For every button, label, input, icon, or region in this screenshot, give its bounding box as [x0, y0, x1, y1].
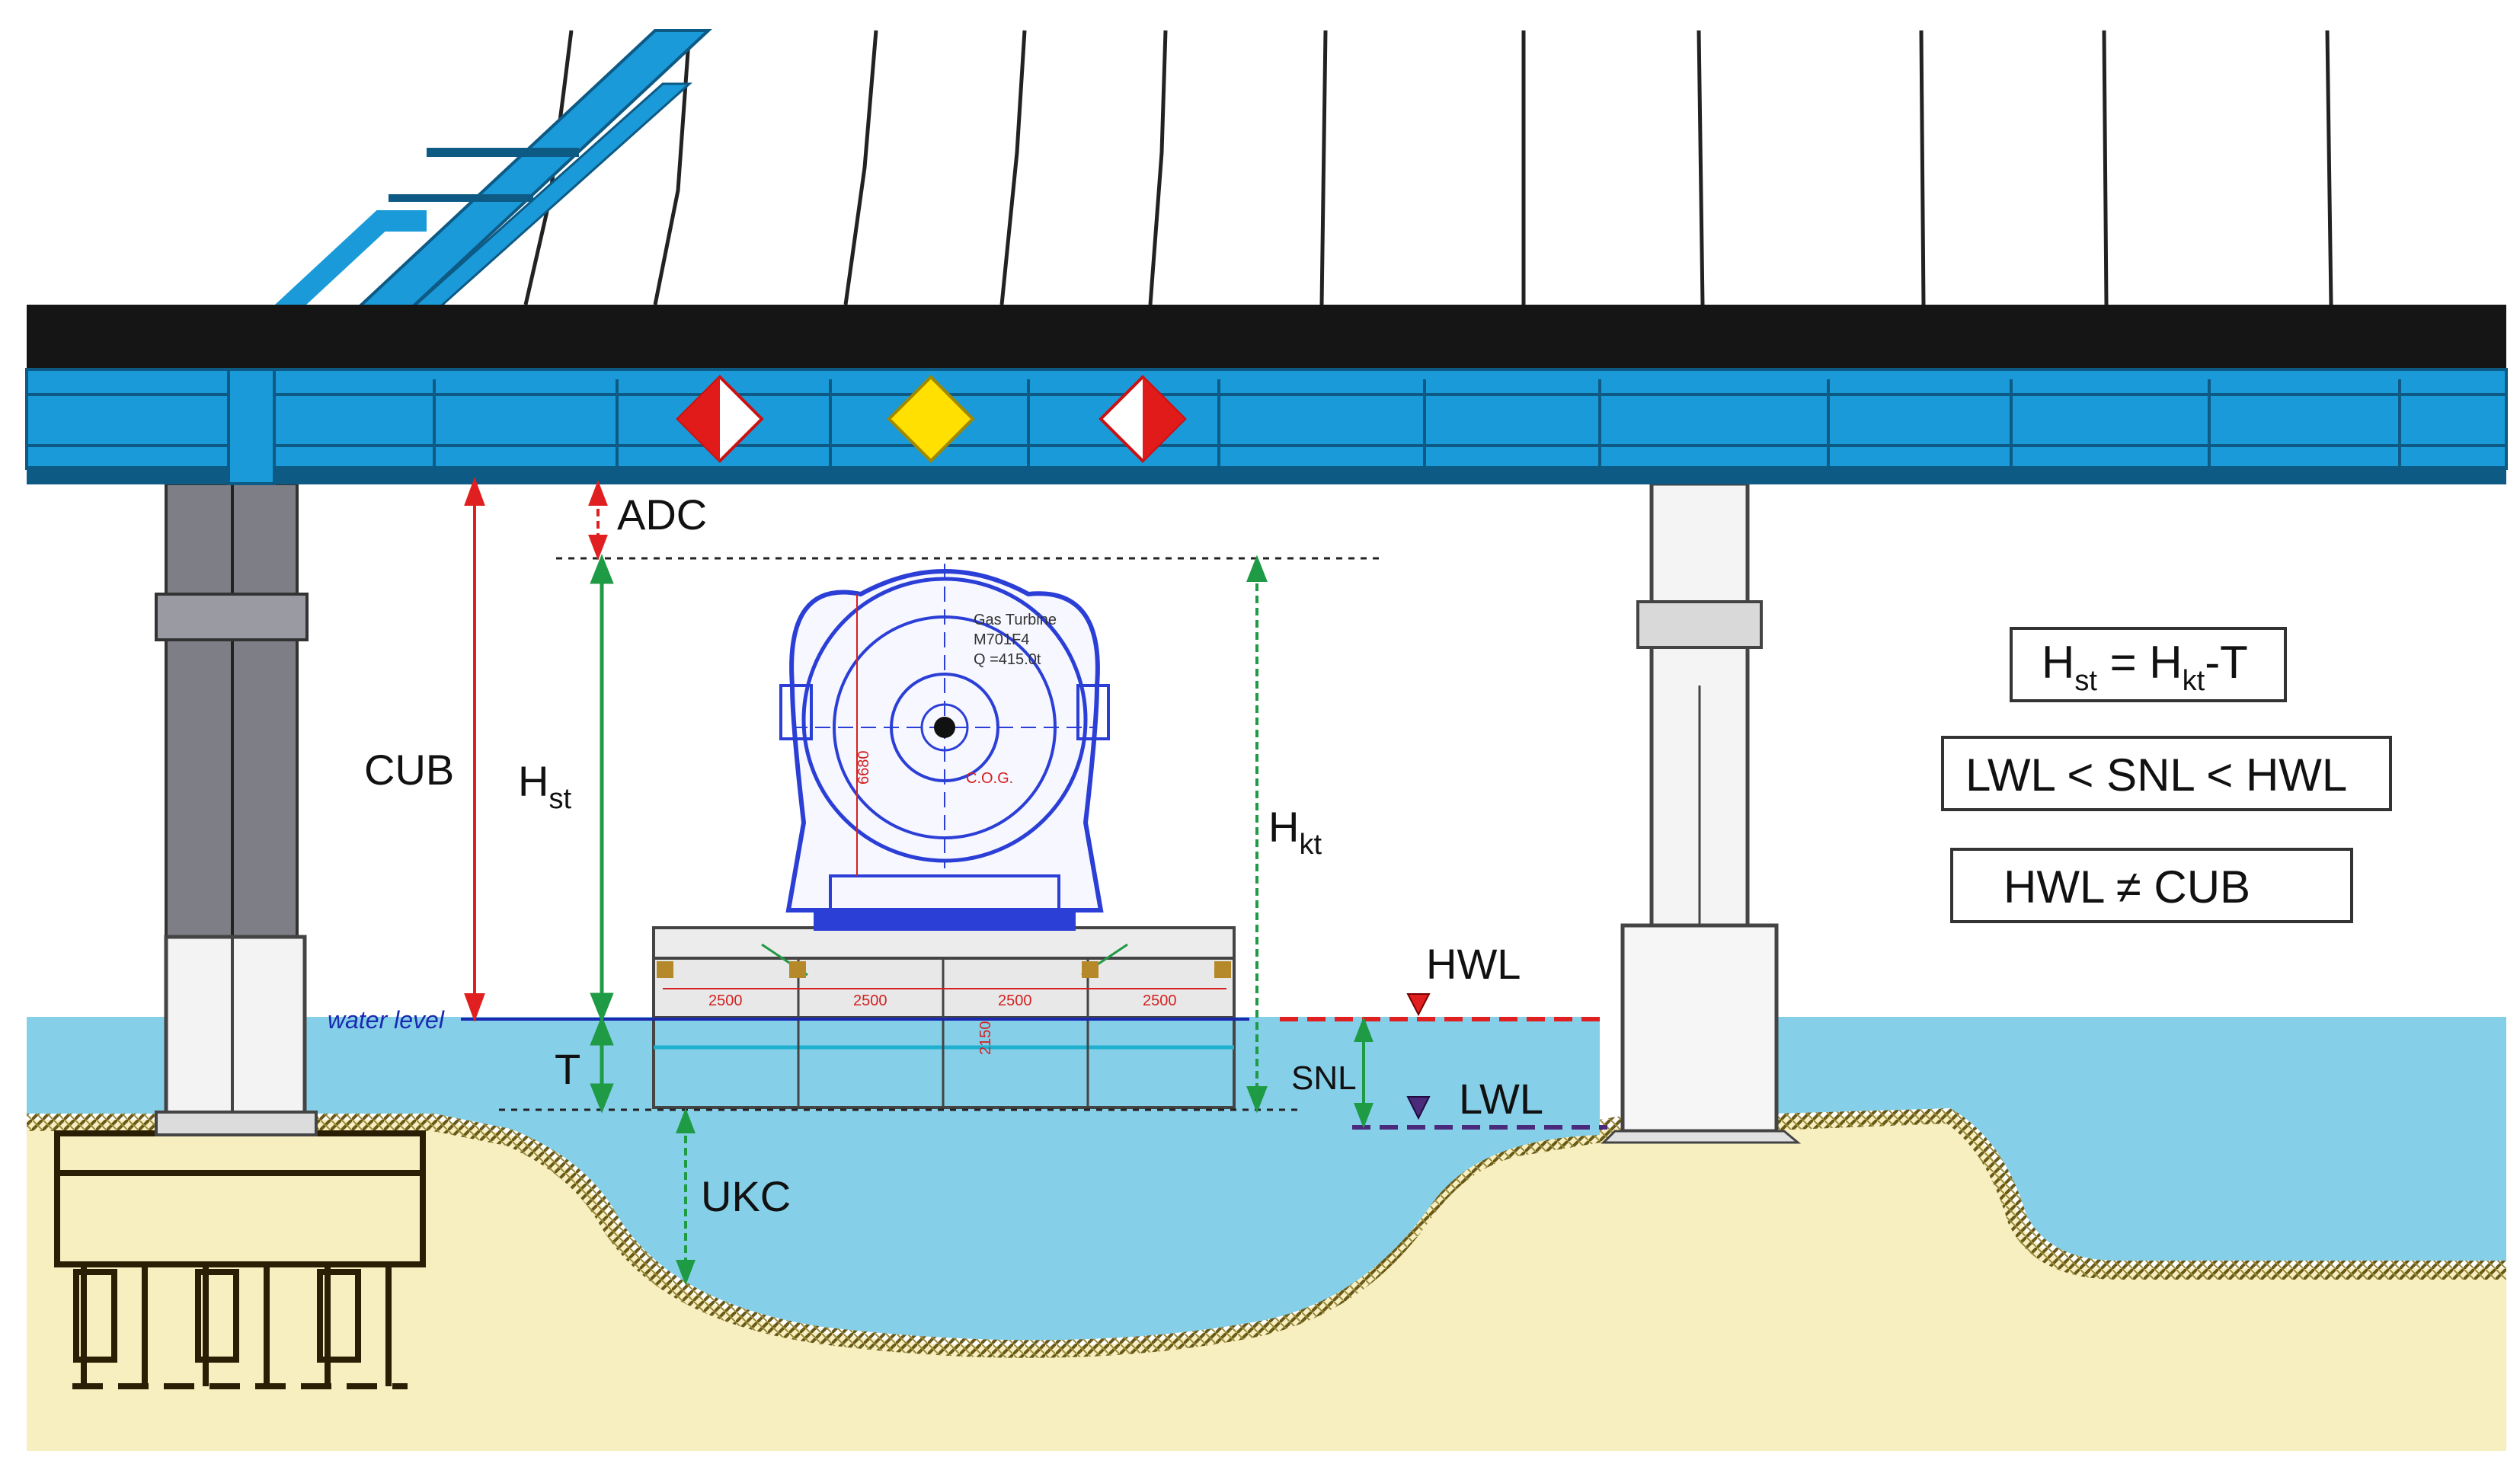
- t-label: T: [555, 1045, 580, 1093]
- nav-sign-right: [1099, 375, 1187, 463]
- spacing-label-2: 2500: [853, 992, 887, 1009]
- barge: [652, 926, 1236, 1109]
- hst-label-sub: st: [548, 783, 571, 815]
- cog-label: C.O.G.: [966, 770, 1013, 787]
- hkt-label: Hkt: [1268, 803, 1322, 861]
- formula-1-tail: -T: [2205, 637, 2248, 688]
- ukc-label: UKC: [701, 1172, 791, 1220]
- snl-label: SNL: [1291, 1060, 1357, 1097]
- hst-label: Hst: [518, 757, 571, 815]
- hst-dimension: [590, 554, 614, 1023]
- formula-box-3: HWL ≠ CUB: [1950, 848, 2353, 923]
- ground: [27, 1100, 2506, 1451]
- hkt-label-main: H: [1268, 803, 1299, 851]
- formula-1: Hst = Hkt-T: [2042, 637, 2248, 697]
- formula-box-2: LWL < SNL < HWL: [1941, 736, 2392, 811]
- nav-sign-left: [676, 375, 764, 463]
- formula-box-1: Hst = Hkt-T: [2010, 627, 2287, 702]
- hst-label-main: H: [518, 757, 548, 805]
- cog-marker: [934, 717, 955, 738]
- left-pier: [155, 482, 318, 1136]
- barge-depth-dim: 2150: [977, 1021, 994, 1056]
- formula-1-st: st: [2074, 665, 2097, 697]
- arch-hangers: [523, 30, 2333, 305]
- formula-1-eq: =: [2097, 637, 2149, 688]
- cub-label: CUB: [364, 746, 454, 794]
- hwl-marker: [1406, 993, 1431, 1017]
- formula-1-h: H: [2042, 637, 2074, 688]
- spacing-label-4: 2500: [1143, 992, 1177, 1009]
- cargo-name-line2: M701F4: [974, 631, 1029, 648]
- adc-dimension: [588, 480, 608, 561]
- lwl-label: LWL: [1459, 1075, 1543, 1123]
- cargo-name-line1: Gas Turbine: [974, 612, 1057, 628]
- snl-dimension: [1354, 1016, 1374, 1129]
- spacing-label-3: 2500: [998, 992, 1032, 1009]
- water-level-label: water level: [328, 1006, 445, 1034]
- lwl-marker: [1406, 1096, 1431, 1120]
- formula-3: HWL ≠ CUB: [2004, 861, 2250, 912]
- gas-turbine-cargo: [779, 564, 1110, 931]
- hkt-label-sub: kt: [1299, 829, 1322, 861]
- cargo-weight: Q =415.0t: [974, 651, 1041, 668]
- right-pier: [1601, 481, 1802, 1144]
- ukc-dimension: [676, 1107, 696, 1286]
- t-dimension: [590, 1015, 614, 1114]
- bridge-deck: [25, 305, 2508, 485]
- formula-2: LWL < SNL < HWL: [1965, 749, 2347, 801]
- hwl-label: HWL: [1426, 940, 1521, 988]
- adc-label: ADC: [617, 491, 707, 539]
- hkt-dimension: [1246, 555, 1268, 1114]
- cargo-height-dim: 6680: [855, 751, 872, 785]
- formula-1-kt: kt: [2183, 665, 2205, 697]
- formula-1-h2: H: [2149, 637, 2182, 688]
- spacing-label-1: 2500: [708, 992, 743, 1009]
- nav-sign-center: [887, 375, 975, 463]
- river-water: [27, 1017, 2506, 1341]
- cub-dimension: [464, 477, 485, 1022]
- reference-lines: [461, 557, 1607, 1130]
